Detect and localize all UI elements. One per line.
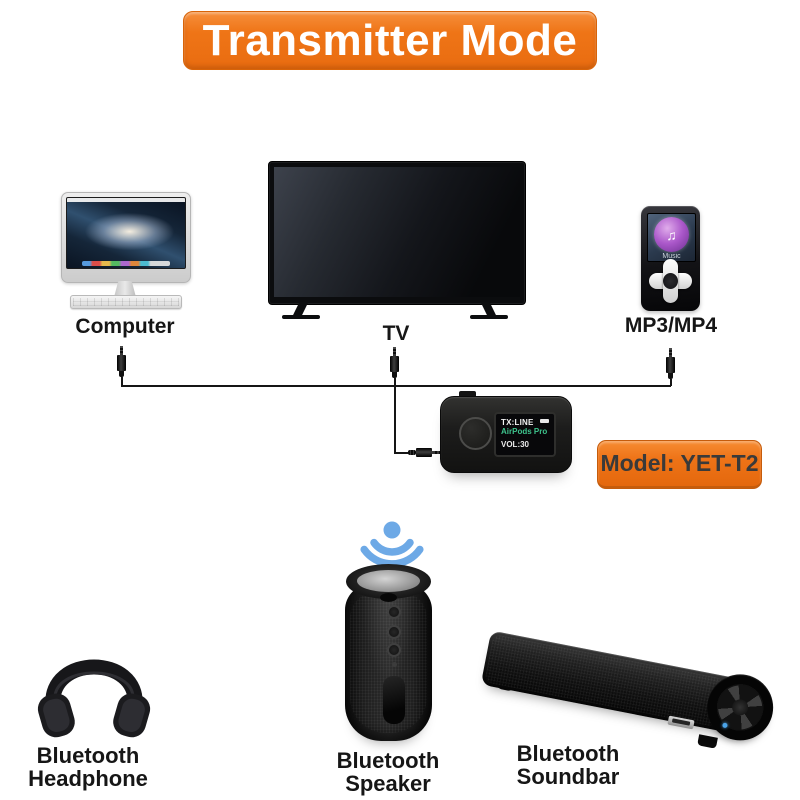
audio-cable-run [394,452,410,454]
speaker-mic-hole [392,662,397,667]
speaker-logo-patch [383,676,405,724]
display-mode-text: TX:LINE [501,418,534,427]
mp3-screen: ♫ Music [647,213,696,262]
mp3-screen-title: Music [662,253,681,260]
soundbar-led-icon [722,721,728,728]
speaker-top-grille [357,570,420,592]
audio-cable-bus [121,385,671,387]
mp3-dpad [649,259,692,303]
bluetooth-headphone-illustration [37,659,151,738]
soundbar-foot-right [697,734,718,749]
headphone-label: Bluetooth Headphone [28,743,148,791]
imac-screen [66,197,186,269]
imac-frame [61,192,191,283]
tv-label: TV [382,322,410,345]
transmitter-device: TX:LINE AirPods Pro VOL:30 [440,396,572,473]
mp3-dpad-center-button [663,273,678,289]
imac-menubar [67,198,185,202]
tv-foot-right [468,302,510,319]
model-badge: Model: YET-T2 [597,440,762,489]
tv-bezel [268,161,526,305]
soundbar-volume-knob [701,668,779,746]
bluetooth-signal-icon [360,521,424,568]
mp3-label: MP3/MP4 [624,314,718,337]
soundbar-body [480,630,779,746]
speaker-front-notch [380,593,397,602]
speaker-button-2 [387,625,401,639]
page-title: Transmitter Mode [202,15,578,65]
bluetooth-soundbar-illustration [480,618,794,758]
speaker-button-3 [387,643,401,657]
transmitter-round-button [459,417,492,450]
tv-foot-left [280,302,322,319]
display-volume-text: VOL:30 [501,440,530,449]
display-device-text: AirPods Pro [501,427,548,436]
imac-dock [82,261,170,266]
soundbar-label: Bluetooth Soundbar [516,741,620,789]
computer-label: Computer [75,315,175,338]
music-album-icon: ♫ [654,217,689,252]
music-note-icon: ♫ [666,226,677,243]
aux-plug-mp3 [666,348,675,394]
model-number: Model: YET-T2 [600,450,759,476]
bluetooth-speaker-illustration [344,564,434,742]
audio-cable-drop [394,386,396,453]
transmitter-display: TX:LINE AirPods Pro VOL:30 [494,412,556,457]
aux-plug-computer [117,346,126,392]
speaker-label: Bluetooth Speaker [336,748,440,796]
title-banner: Transmitter Mode [183,11,597,70]
aux-plug-tv [390,347,399,393]
tv-screen [274,167,520,297]
aux-plug-transmitter [408,448,441,457]
battery-icon [540,419,549,423]
mp3-player-illustration: ♫ Music [641,206,700,311]
imac-keyboard [70,295,182,309]
speaker-button-1 [387,605,401,619]
transmitter-top-nub [459,391,476,399]
